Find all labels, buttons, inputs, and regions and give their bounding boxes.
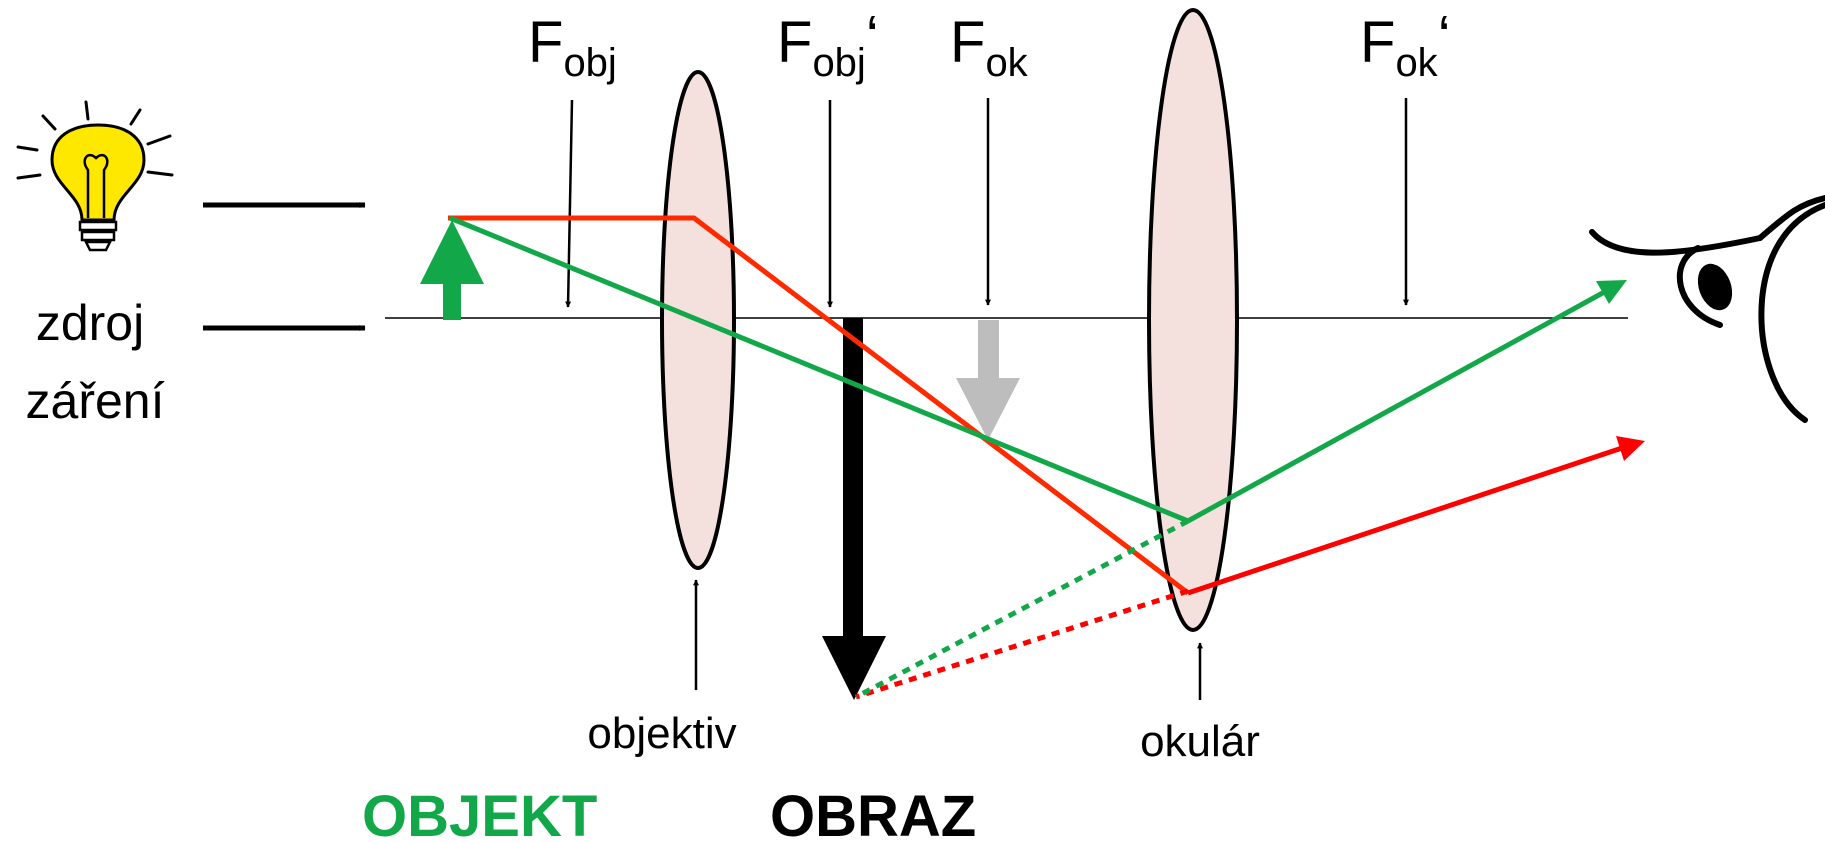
objective-label: objektiv — [587, 709, 736, 758]
real-image-arrow — [822, 318, 886, 700]
f-obj-letter: F — [528, 10, 563, 75]
f-ok-prime-subscript: ok — [1395, 41, 1438, 85]
red-ray — [448, 215, 1645, 700]
eye-icon — [1589, 195, 1825, 423]
virtual-image-arrow — [956, 320, 1020, 440]
focal-label-f-obj: Fobj — [528, 10, 617, 85]
eyepiece-label: okulár — [1140, 717, 1260, 766]
source-label-line2: záření — [26, 373, 165, 429]
focal-label-f-obj-prime: Fobj‘ — [777, 4, 879, 85]
f-obj-prime-subscript: obj — [812, 41, 865, 85]
green-ray-virtual-extension — [854, 518, 1190, 700]
f-ok-prime-letter: F — [1360, 10, 1395, 75]
f-ok-subscript: ok — [985, 41, 1028, 85]
object-arrow — [420, 220, 484, 320]
source-label-line1: zdroj — [36, 295, 144, 351]
svg-text:Fok‘: Fok‘ — [1360, 4, 1451, 85]
light-bulb-icon — [16, 100, 174, 252]
f-ok-letter: F — [950, 10, 985, 75]
f-obj-subscript: obj — [563, 41, 616, 85]
svg-text:Fobj‘: Fobj‘ — [777, 4, 879, 85]
svg-text:Fok: Fok — [950, 10, 1029, 85]
image-label: OBRAZ — [770, 784, 976, 842]
object-label: OBJEKT — [362, 784, 597, 842]
f-obj-prime-letter: F — [777, 10, 812, 75]
eyepiece-lens — [1147, 8, 1239, 632]
focal-label-f-ok-prime: Fok‘ — [1360, 4, 1451, 85]
focal-label-f-ok: Fok — [950, 10, 1029, 85]
svg-text:Fobj: Fobj — [528, 10, 617, 85]
red-ray-virtual-extension — [855, 588, 1189, 700]
f-ok-prime-mark: ‘ — [1438, 4, 1451, 69]
f-obj-prime-mark: ‘ — [866, 4, 879, 69]
f-obj-pointer — [565, 99, 574, 308]
green-ray — [449, 215, 1627, 700]
